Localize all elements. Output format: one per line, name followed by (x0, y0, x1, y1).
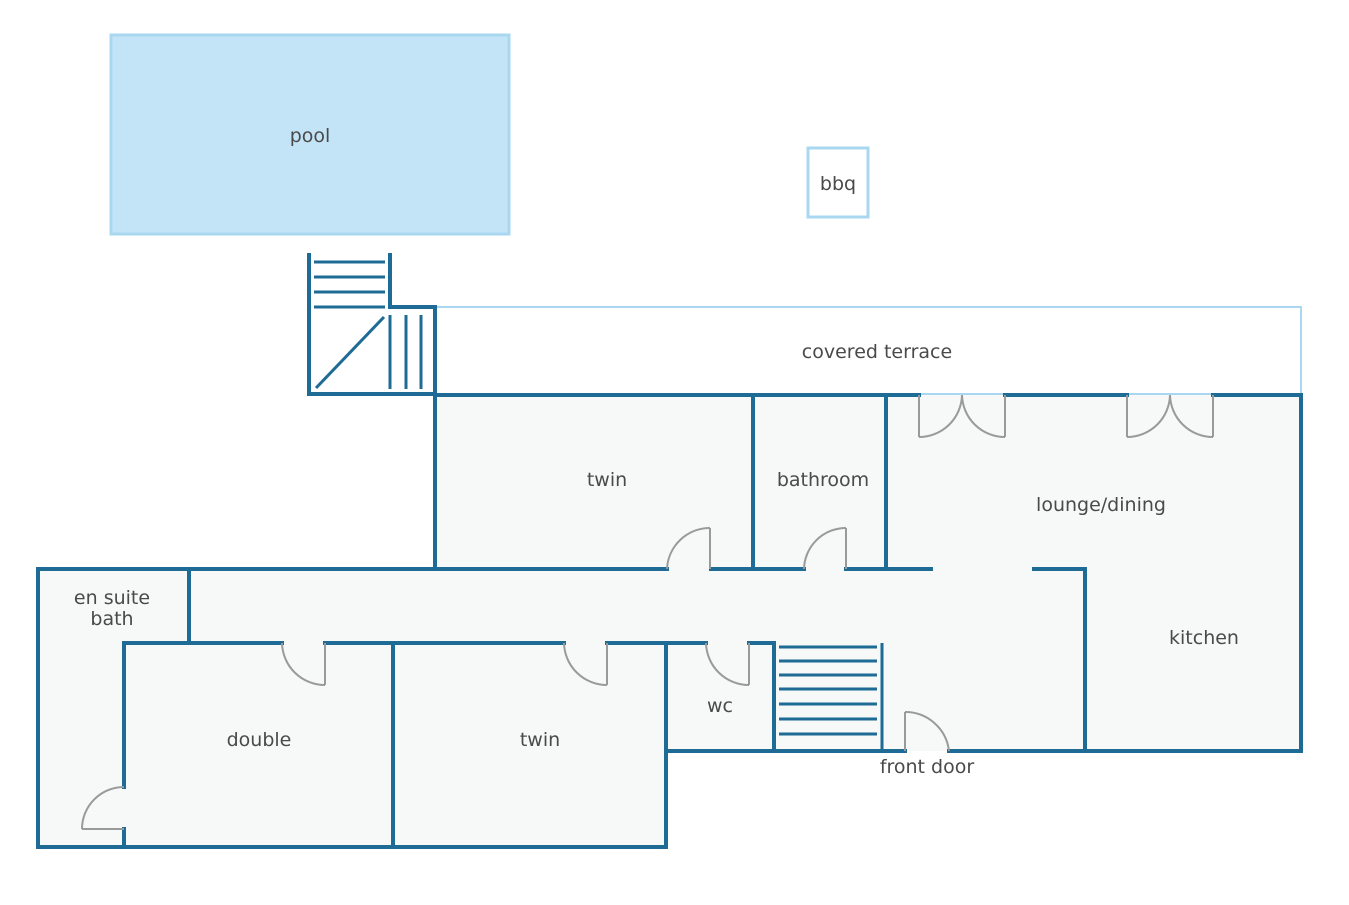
bathroom-label: bathroom (777, 469, 869, 491)
pool-label: pool (290, 125, 331, 147)
pool-area (109, 33, 511, 236)
internal-staircase (779, 643, 884, 751)
bbq-area (806, 146, 870, 219)
bbq-label: bbq (820, 173, 856, 195)
lounge-dining-label: lounge/dining (1036, 494, 1166, 516)
en-suite-label-line2: bath (90, 608, 133, 630)
en-suite-label-line1: en suite (74, 587, 150, 609)
door-swings (81, 394, 1214, 830)
twin-lower-label: twin (520, 729, 560, 751)
front-door-label: front door (880, 756, 975, 778)
floor-areas (38, 395, 1301, 847)
walls (36, 393, 1303, 849)
covered-terrace-label: covered terrace (802, 341, 952, 363)
covered-terrace-area (434, 306, 1302, 395)
double-label: double (227, 729, 292, 751)
twin-upper-label: twin (587, 469, 627, 491)
room-labels: pool bbq covered terrace twin bathroom l… (74, 125, 1239, 778)
kitchen-label: kitchen (1169, 627, 1239, 649)
outdoor-staircase (307, 253, 437, 396)
wc-label: wc (707, 695, 733, 717)
